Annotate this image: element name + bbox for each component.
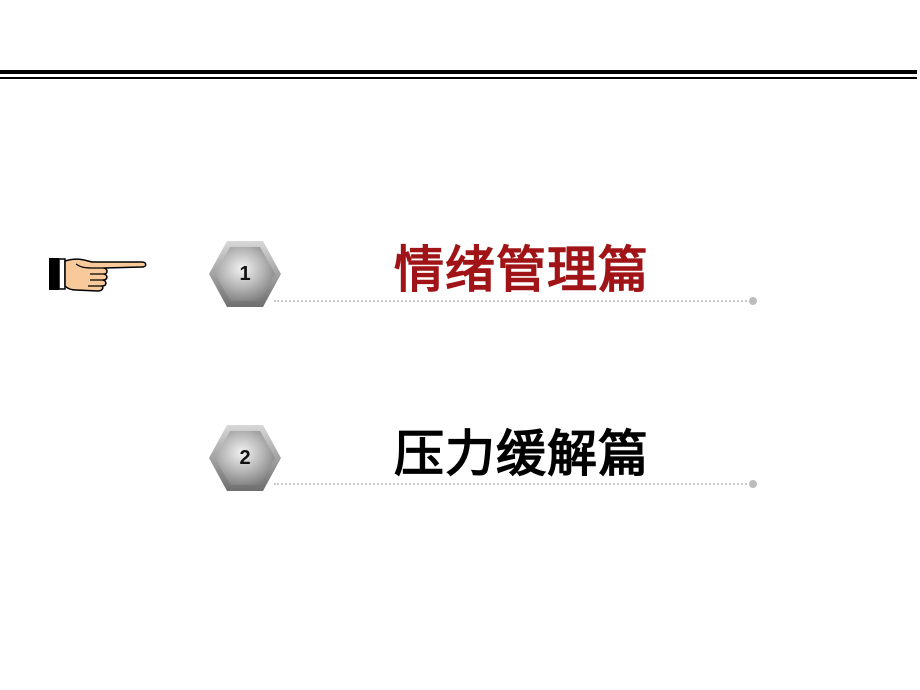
section-title: 情绪管理篇 — [394, 240, 649, 299]
dotted-divider — [274, 300, 754, 304]
pointing-hand-icon — [46, 252, 150, 294]
header-rule — [0, 70, 917, 80]
divider-end-dot — [749, 297, 757, 305]
hexagon-badge-icon: 1 — [208, 238, 282, 310]
section-number: 2 — [239, 447, 251, 469]
section-item-1[interactable]: 1 情绪管理篇 — [208, 238, 768, 310]
hexagon-badge-icon: 2 — [208, 422, 282, 494]
dotted-divider — [274, 483, 754, 487]
section-number: 1 — [239, 263, 251, 285]
section-title: 压力缓解篇 — [394, 424, 649, 483]
section-item-2[interactable]: 2 压力缓解篇 — [208, 422, 768, 494]
divider-end-dot — [749, 480, 757, 488]
header-rule-thin — [0, 77, 917, 79]
header-rule-thick — [0, 70, 917, 74]
